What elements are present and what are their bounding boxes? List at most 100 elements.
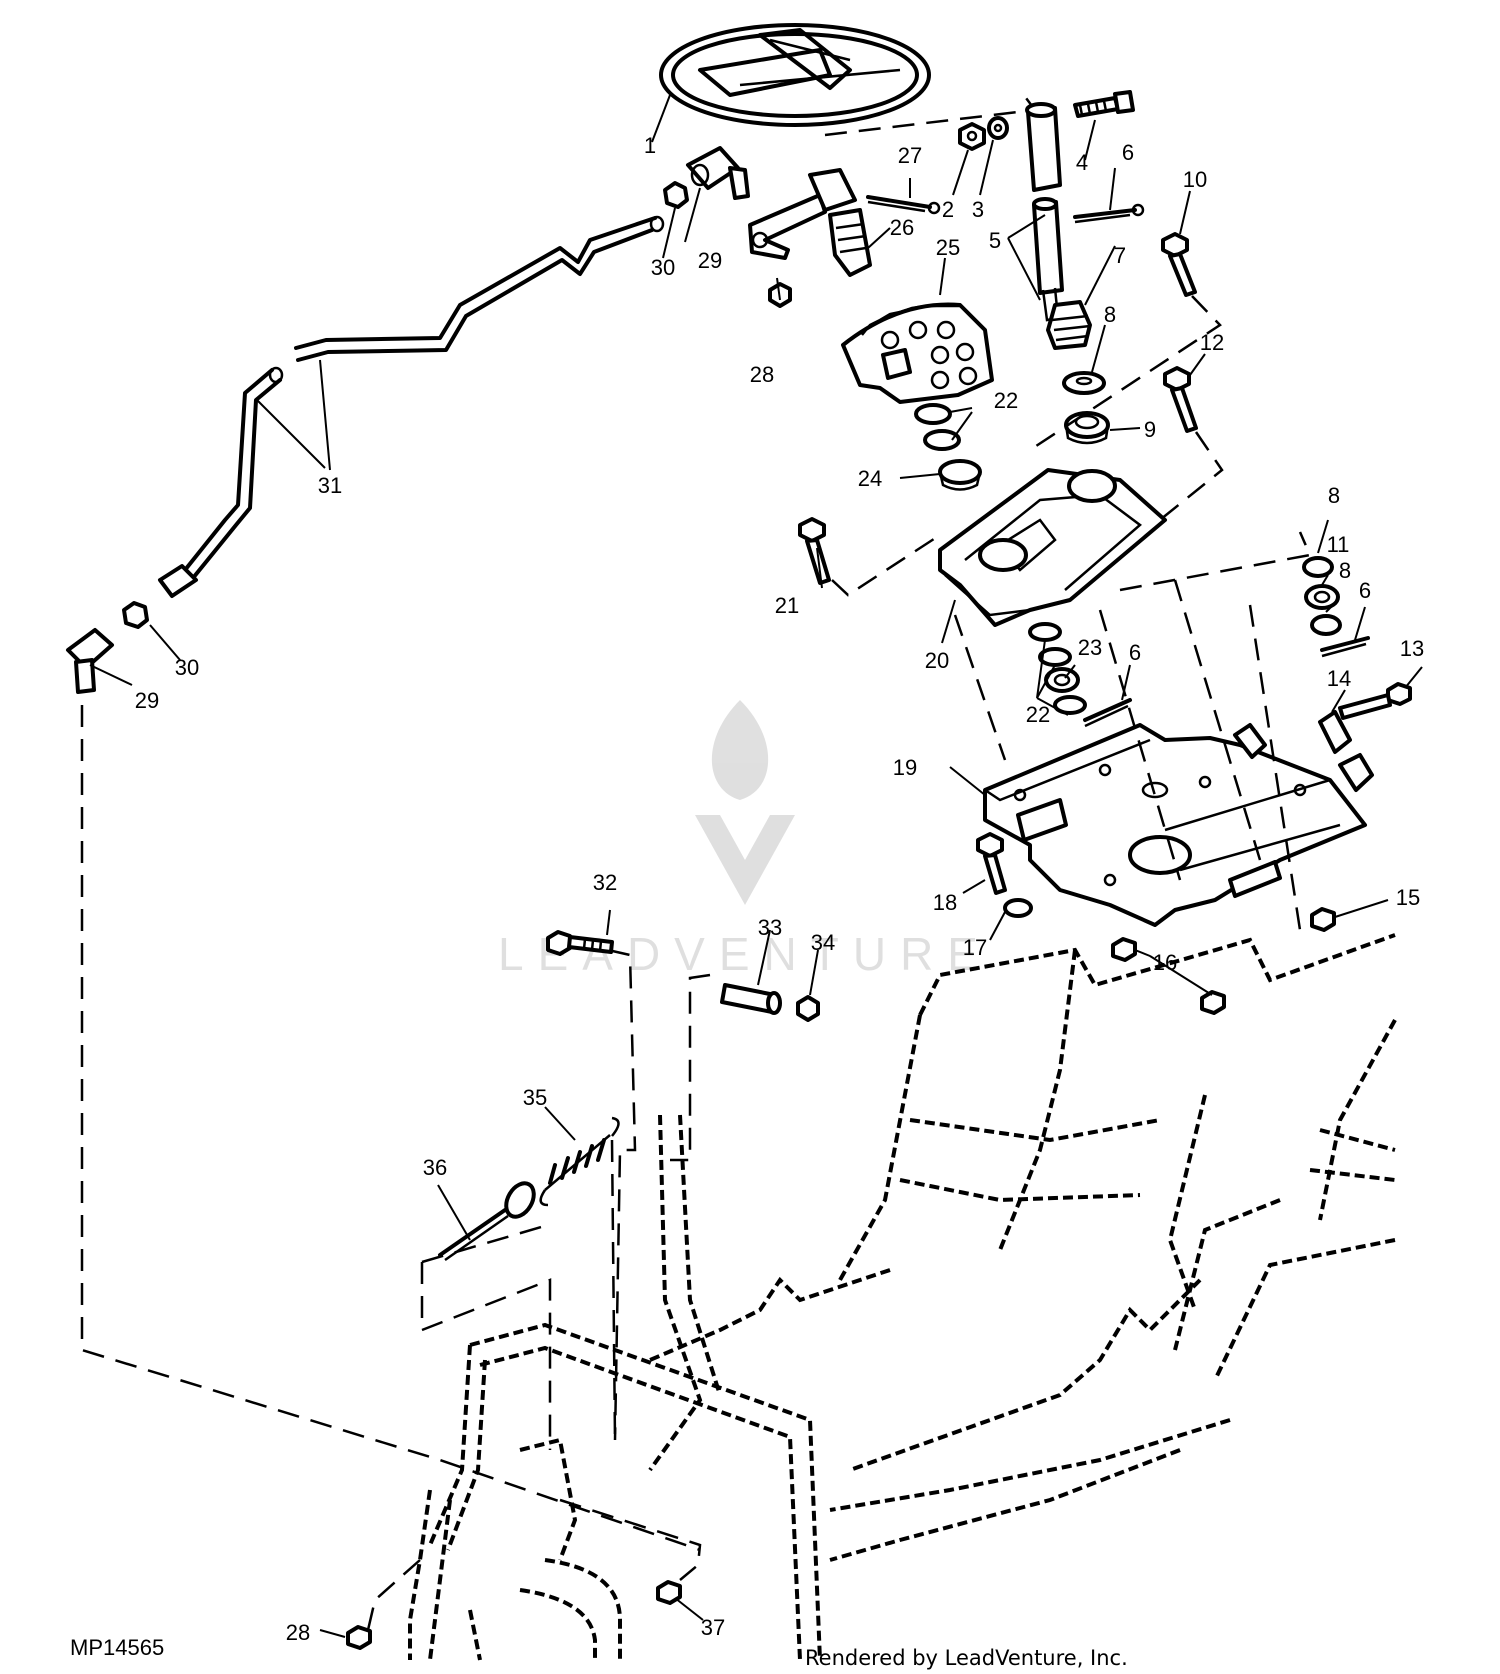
callout-16: 16 [1153,950,1177,975]
washer-8-upper [1062,371,1106,395]
washer-3 [987,116,1009,140]
callout-11: 11 [1327,532,1350,557]
bolt-10 [1161,232,1197,297]
callout-5: 5 [989,228,1001,253]
sector-gear-25 [841,302,994,404]
nut-37-route-line [559,1498,702,1581]
callout-13: 13 [1400,636,1424,661]
washer-17 [1003,898,1033,918]
nut-30-lower [122,601,149,629]
bolt-18 [976,832,1007,895]
credit-text: Rendered by LeadVenture, Inc. [805,1646,1128,1670]
callout-37: 37 [701,1615,725,1640]
spacer-33-route-line [670,973,711,1162]
pinion-gear-7 [1046,300,1092,350]
callout-7: 7 [1114,243,1126,268]
washer-8-right-a [1302,556,1334,578]
callout-29-lower: 29 [135,688,159,713]
callout-15: 15 [1396,885,1420,910]
callout-35: 35 [523,1085,547,1110]
nut-16-a [1111,937,1137,962]
callout-25: 25 [936,235,960,260]
callout-28-lower: 28 [286,1620,310,1645]
callout-29-upper: 29 [698,248,722,273]
nut-28-lower [346,1625,372,1650]
nut-28-route-line [366,1559,421,1631]
clip-14 [1318,710,1352,754]
tractor-frame-outline [408,933,1397,1661]
cotter-pin-6-top [1073,203,1145,224]
callout-21: 21 [775,593,799,618]
callout-31-leader [256,359,331,471]
callout-30-lower: 30 [175,655,199,680]
callout-2: 2 [942,197,954,222]
bolt-21-align-line [831,533,941,597]
callout-6-top: 6 [1122,140,1134,165]
bolt-10-align-line [1029,295,1222,452]
callout-14: 14 [1327,666,1351,691]
support-right-align-line [1119,531,1312,592]
washer-8-right-b [1310,614,1342,636]
callout-22-lower: 22 [1026,702,1050,727]
bolt-13 [1338,682,1412,720]
link-route-line [80,705,701,1552]
callout-33: 33 [758,915,782,940]
cotter-pin-27 [866,195,941,215]
callout-6-right: 6 [1359,578,1371,603]
bolt-21 [798,517,831,585]
bolt-12 [1163,366,1198,433]
callout-27: 27 [898,143,922,168]
nut-2 [958,122,986,151]
eyebolt-route-line [420,1223,552,1450]
washer-22-lower [1028,622,1087,715]
nut-16-b [1200,990,1226,1015]
watermark-logo: LEADVENTURE [498,700,978,980]
steering-wheel [659,23,931,127]
callout-1: 1 [644,133,656,158]
callout-9: 9 [1144,417,1156,442]
callout-17: 17 [963,935,987,960]
callout-12: 12 [1200,330,1224,355]
cotter-pin-6-right [1320,636,1370,658]
ball-joint-29-upper [686,146,750,200]
callout-34: 34 [811,930,835,955]
callout-3: 3 [972,197,984,222]
callout-26: 26 [890,215,914,240]
callout-8-right-a: 8 [1328,483,1340,508]
spring-route-line [610,1139,617,1441]
callout-28-upper: 28 [750,362,774,387]
steering-arm-26 [748,168,872,277]
callout-23: 23 [1078,635,1102,660]
bolt-32-route-line [607,948,637,1441]
callout-31: 31 [318,473,342,498]
bushing-24 [938,459,982,491]
support-to-bracket-line-a [953,614,1007,761]
callout-22-upper: 22 [994,388,1018,413]
bolt-32 [546,930,614,956]
support-to-bracket-line-c [1173,579,1262,861]
callout-leaders [89,94,1423,1638]
cotter-pin-6-mid [1083,698,1132,728]
spacer-33 [720,983,782,1015]
drag-link-31 [158,215,665,598]
figure-id: MP14565 [70,1635,164,1660]
ball-joint-29-lower [66,628,114,694]
washers-22-upper [914,403,961,451]
callout-10: 10 [1183,167,1207,192]
support-to-bracket-line-b [1098,609,1182,881]
steering-support-20 [938,468,1167,627]
callout-8-upper: 8 [1104,302,1116,327]
callout-18: 18 [933,890,957,915]
nut-34 [796,995,820,1022]
support-to-bracket-line-d [1248,604,1302,931]
nut-11 [1304,584,1340,610]
mounting-bracket-19 [983,723,1374,927]
nut-30-upper [663,181,689,209]
nut-23 [1044,667,1080,693]
bolt-4 [1073,90,1135,118]
callout-36: 36 [423,1155,447,1180]
eye-bolt-36 [438,1181,536,1262]
callout-4: 4 [1076,150,1088,175]
callout-19: 19 [893,755,917,780]
